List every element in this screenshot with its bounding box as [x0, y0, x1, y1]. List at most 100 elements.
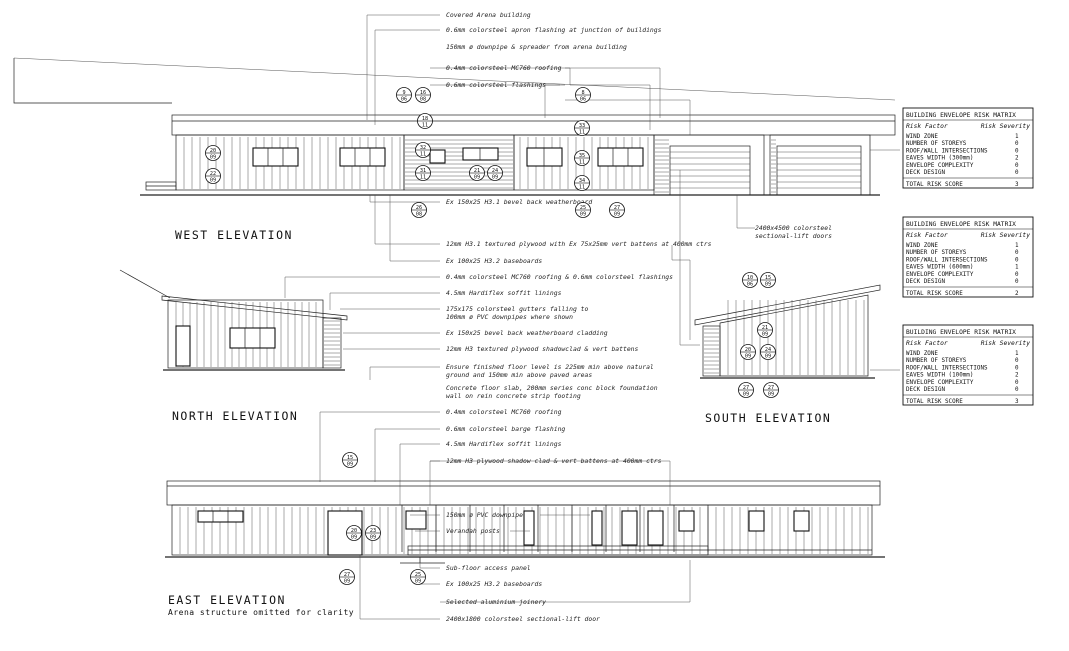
detail-tag-sheet: 09	[210, 177, 216, 183]
detail-tag-number: 18	[422, 116, 428, 122]
north-door	[175, 325, 191, 367]
risk-matrix-total: 2	[1015, 291, 1019, 297]
north-elevation-title: NORTH ELEVATION	[172, 409, 298, 423]
detail-tag-number: 21	[762, 325, 768, 331]
west-notes: Covered Arena building 0.6mm colorsteel …	[446, 11, 832, 265]
risk-matrix-factor: ROOF/WALL INTERSECTIONS	[906, 148, 988, 154]
west-sectional-doors	[669, 145, 862, 196]
risk-matrix-col-severity: Risk Severity	[981, 231, 1030, 239]
risk-matrix-value: 1	[1015, 243, 1019, 249]
risk-matrix-factor: WIND ZONE	[906, 351, 938, 357]
detail-tag-number: 21	[474, 168, 480, 174]
note-n-6: Ensure finished floor level is 225mm min…	[446, 363, 654, 371]
detail-tag-sheet: 09	[765, 281, 771, 287]
risk-matrix-factor: WIND ZONE	[906, 134, 938, 140]
risk-matrix-value: 0	[1015, 279, 1019, 285]
south-elevation	[694, 284, 881, 379]
detail-tag-number: 9	[402, 90, 405, 96]
detail-tag-number: 10	[747, 275, 753, 281]
detail-tag-number: 32	[420, 145, 426, 151]
risk-matrix-total: 3	[1015, 182, 1019, 188]
note-n-3: 100mm ø PVC downpipes where shown	[446, 313, 573, 321]
detail-tag-number: 27	[768, 385, 774, 391]
detail-tag-number: 33	[579, 123, 585, 129]
detail-tag-sheet: 09	[614, 211, 620, 217]
note-n-1: 4.5mm Hardiflex soffit linings	[446, 289, 562, 297]
east-window-5	[793, 510, 810, 532]
west-elevation-title: WEST ELEVATION	[175, 228, 293, 242]
detail-tag-sheet: 11	[579, 184, 585, 190]
risk-matrix-value: 1	[1015, 351, 1019, 357]
detail-tag-sheet: 06	[401, 96, 407, 102]
east-elevation	[165, 480, 885, 564]
east-window-2	[405, 510, 427, 530]
detail-tag-sheet: 11	[422, 122, 428, 128]
risk-matrix-value: 0	[1015, 387, 1019, 393]
detail-tag-number: 25	[415, 572, 421, 578]
risk-matrix-col-severity: Risk Severity	[981, 122, 1030, 130]
risk-matrix-value: 1	[1015, 265, 1019, 271]
risk-matrix-value: 0	[1015, 257, 1019, 263]
note-n-8: Concrete floor slab, 200mm series conc b…	[446, 384, 658, 392]
risk-matrix-value: 1	[1015, 134, 1019, 140]
note-e-1: 0.6mm colorsteel barge flashing	[446, 425, 565, 433]
detail-tag-number: 26	[416, 205, 422, 211]
risk-matrix-title: BUILDING ENVELOPE RISK MATRIX	[906, 329, 1016, 336]
risk-matrix-value: 0	[1015, 380, 1019, 386]
detail-tag-sheet: 08	[420, 96, 426, 102]
detail-tag-number: 15	[765, 275, 771, 281]
east-roof	[166, 480, 881, 506]
note-e-3: 12mm H3 plywood shadow clad & vert batte…	[446, 457, 662, 465]
detail-tag-number: 20	[351, 528, 357, 534]
detail-tag-sheet: 06	[747, 281, 753, 287]
detail-tag-sheet: 09	[344, 578, 350, 584]
risk-matrix-factor: NUMBER OF STOREYS	[906, 141, 967, 147]
south-wall	[719, 294, 869, 377]
risk-matrix-col-severity: Risk Severity	[981, 339, 1030, 347]
north-notes: 0.4mm colorsteel MC760 roofing & 0.6mm c…	[446, 273, 673, 400]
west-garage-block-2	[769, 134, 871, 196]
risk-matrix-value: 0	[1015, 141, 1019, 147]
west-garage-block-1	[653, 134, 765, 196]
risk-matrix-factor: NUMBER OF STOREYS	[906, 358, 967, 364]
east-window-3	[678, 510, 695, 532]
risk-matrix-factor: DECK DESIGN	[906, 170, 945, 176]
arena-building-outline	[13, 58, 172, 104]
detail-tag-number: 22	[210, 171, 216, 177]
note-e-6: Sub-floor access panel	[446, 564, 531, 572]
detail-tag-number: 8	[581, 90, 584, 96]
risk-matrix-value: 0	[1015, 365, 1019, 371]
note-e-2: 4.5mm Hardiflex soffit linings	[446, 440, 562, 448]
east-window-1	[197, 510, 244, 523]
risk-matrix-factor: EAVES WIDTH (300mm)	[906, 156, 973, 162]
detail-tag-number: 31	[420, 168, 426, 174]
east-notes: 0.4mm colorsteel MC760 roofing 0.6mm col…	[446, 408, 662, 623]
south-weatherboard-end	[702, 325, 721, 377]
note-w-3: 0.4mm colorsteel MC760 roofing	[446, 64, 562, 72]
detail-tag-sheet: 09	[210, 154, 216, 160]
detail-tag-sheet: 06	[580, 96, 586, 102]
detail-tag-sheet: 09	[351, 534, 357, 540]
detail-tag-sheet: 09	[745, 353, 751, 359]
note-w-4: 0.6mm colorsteel flashings	[446, 81, 546, 89]
risk-matrix-col-factor: Risk Factor	[906, 231, 948, 239]
risk-matrix-value: 0	[1015, 250, 1019, 256]
risk-matrix-value: 0	[1015, 170, 1019, 176]
note-w-7: Ex 100x25 H3.2 baseboards	[446, 257, 542, 265]
note-n-5: 12mm H3 textured plywood shadowclad & ve…	[446, 345, 639, 353]
detail-tag-number: 35	[579, 153, 585, 159]
north-roof	[161, 295, 348, 321]
note-n-9: wall on rein concrete strip footing	[446, 392, 581, 400]
detail-tag-number: 20	[745, 347, 751, 353]
risk-matrix-value: 0	[1015, 163, 1019, 169]
detail-tag-sheet: 09	[743, 391, 749, 397]
